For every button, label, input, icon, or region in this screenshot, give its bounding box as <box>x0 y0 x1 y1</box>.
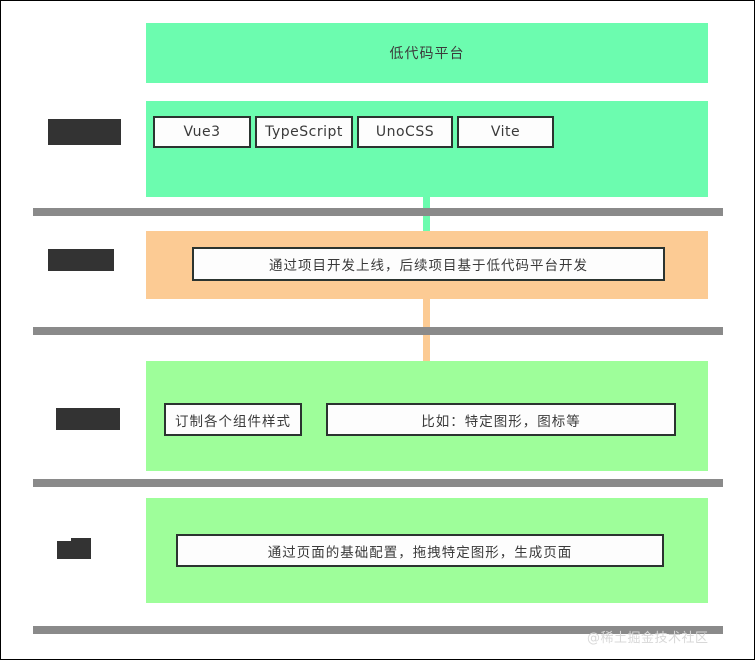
section-separator-2 <box>33 327 723 335</box>
node-page-generation-note[interactable]: 通过页面的基础配置，拖拽特定图形，生成页面 <box>176 534 664 567</box>
section-separator-1 <box>33 208 723 216</box>
band-title-low-code-platform: 低代码平台 <box>389 46 465 62</box>
node-label-vite: Vite <box>490 124 521 140</box>
node-project-delivery-note[interactable]: 通过项目开发上线，后续项目基于低代码平台开发 <box>192 247 665 281</box>
section-label-page-generation-redacted <box>57 541 91 559</box>
node-label-project-delivery-note: 通过项目开发上线，后续项目基于低代码平台开发 <box>269 258 588 274</box>
node-typescript[interactable]: TypeScript <box>255 116 353 148</box>
node-label-unocss: UnoCSS <box>375 124 435 140</box>
node-example-shapes-icons[interactable]: 比如：特定图形，图标等 <box>326 403 676 436</box>
watermark-juejin: @稀土掘金技术社区 <box>587 631 709 646</box>
node-unocss[interactable]: UnoCSS <box>357 116 453 148</box>
section-separator-4 <box>33 626 723 634</box>
node-vite[interactable]: Vite <box>457 116 554 148</box>
node-label-page-generation-note: 通过页面的基础配置，拖拽特定图形，生成页面 <box>267 544 573 561</box>
node-label-customize-component-styles: 订制各个组件样式 <box>175 413 291 430</box>
node-customize-component-styles[interactable]: 订制各个组件样式 <box>164 403 302 436</box>
node-vue3[interactable]: Vue3 <box>153 116 251 148</box>
node-label-typescript: TypeScript <box>265 124 343 140</box>
node-label-example-shapes-icons: 比如：特定图形，图标等 <box>421 413 581 430</box>
band-low-code-platform: 低代码平台 <box>146 23 708 83</box>
section-label-project-delivery-redacted <box>48 249 114 271</box>
section-label-component-styling-redacted <box>56 408 120 430</box>
node-label-vue3: Vue3 <box>183 124 221 140</box>
section-separator-3 <box>33 479 723 487</box>
section-label-tech-stack-redacted <box>48 119 121 145</box>
